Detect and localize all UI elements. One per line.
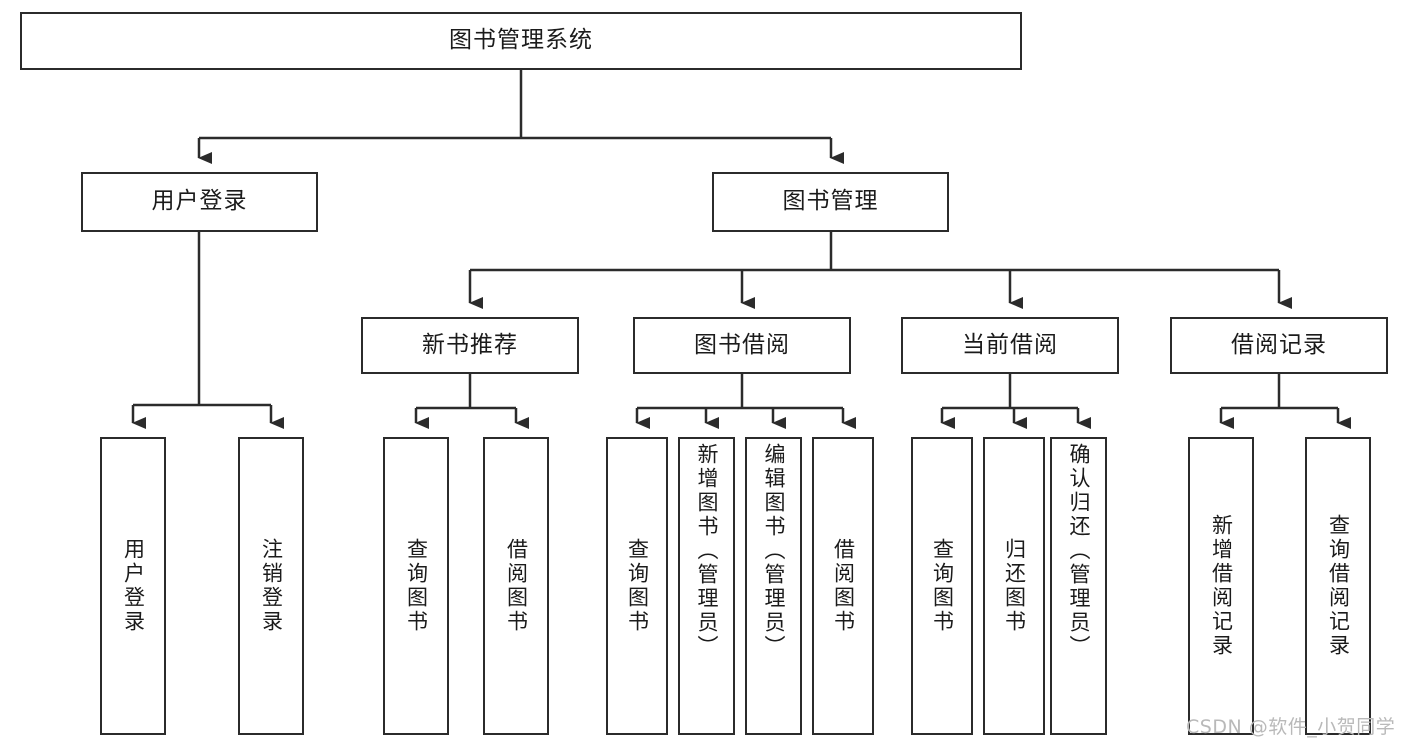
node-leaf-logout[interactable]: 注销登录 <box>238 437 304 735</box>
node-new-book-recommend-label: 新书推荐 <box>422 331 518 358</box>
node-current-borrow[interactable]: 当前借阅 <box>901 317 1119 374</box>
node-book-manage-label: 图书管理 <box>782 188 879 215</box>
node-leaf-confirm-return-admin-label: 确认归还（管理员） <box>1067 443 1091 659</box>
node-leaf-query-borrow-record-label: 查询借阅记录 <box>1326 514 1351 658</box>
node-leaf-add-borrow-record-label: 新增借阅记录 <box>1209 514 1234 658</box>
node-leaf-borrow-book-2-label: 借阅图书 <box>831 538 856 634</box>
node-leaf-user-login-label: 用户登录 <box>121 538 146 634</box>
node-book-manage[interactable]: 图书管理 <box>712 172 949 232</box>
node-new-book-recommend[interactable]: 新书推荐 <box>361 317 579 374</box>
node-leaf-confirm-return-admin[interactable]: 确认归还（管理员） <box>1050 437 1107 735</box>
node-leaf-borrow-book-1-label: 借阅图书 <box>504 538 529 634</box>
node-book-borrow-label: 图书借阅 <box>694 331 790 358</box>
node-leaf-query-book-1-label: 查询图书 <box>404 538 429 634</box>
node-leaf-add-book-admin[interactable]: 新增图书（管理员） <box>678 437 735 735</box>
node-root[interactable]: 图书管理系统 <box>20 12 1022 70</box>
node-leaf-query-book-1[interactable]: 查询图书 <box>383 437 449 735</box>
node-leaf-borrow-book-1[interactable]: 借阅图书 <box>483 437 549 735</box>
node-current-borrow-label: 当前借阅 <box>962 331 1058 358</box>
node-leaf-logout-label: 注销登录 <box>259 538 284 634</box>
node-root-label: 图书管理系统 <box>449 27 593 54</box>
node-leaf-edit-book-admin-label: 编辑图书（管理员） <box>762 443 786 659</box>
node-user-login[interactable]: 用户登录 <box>81 172 318 232</box>
node-leaf-query-book-2-label: 查询图书 <box>625 538 650 634</box>
node-leaf-borrow-book-2[interactable]: 借阅图书 <box>812 437 874 735</box>
node-leaf-edit-book-admin[interactable]: 编辑图书（管理员） <box>745 437 802 735</box>
node-borrow-record[interactable]: 借阅记录 <box>1170 317 1388 374</box>
node-user-login-label: 用户登录 <box>151 188 248 215</box>
node-leaf-query-book-3[interactable]: 查询图书 <box>911 437 973 735</box>
node-book-borrow[interactable]: 图书借阅 <box>633 317 851 374</box>
node-leaf-query-borrow-record[interactable]: 查询借阅记录 <box>1305 437 1371 735</box>
node-leaf-add-book-admin-label: 新增图书（管理员） <box>695 443 719 659</box>
watermark: CSDN @软件_小贺同学 <box>1186 716 1396 738</box>
node-leaf-return-book[interactable]: 归还图书 <box>983 437 1045 735</box>
node-leaf-query-book-3-label: 查询图书 <box>930 538 955 634</box>
node-leaf-user-login[interactable]: 用户登录 <box>100 437 166 735</box>
node-leaf-add-borrow-record[interactable]: 新增借阅记录 <box>1188 437 1254 735</box>
node-leaf-return-book-label: 归还图书 <box>1002 538 1027 634</box>
node-borrow-record-label: 借阅记录 <box>1231 331 1327 358</box>
node-leaf-query-book-2[interactable]: 查询图书 <box>606 437 668 735</box>
